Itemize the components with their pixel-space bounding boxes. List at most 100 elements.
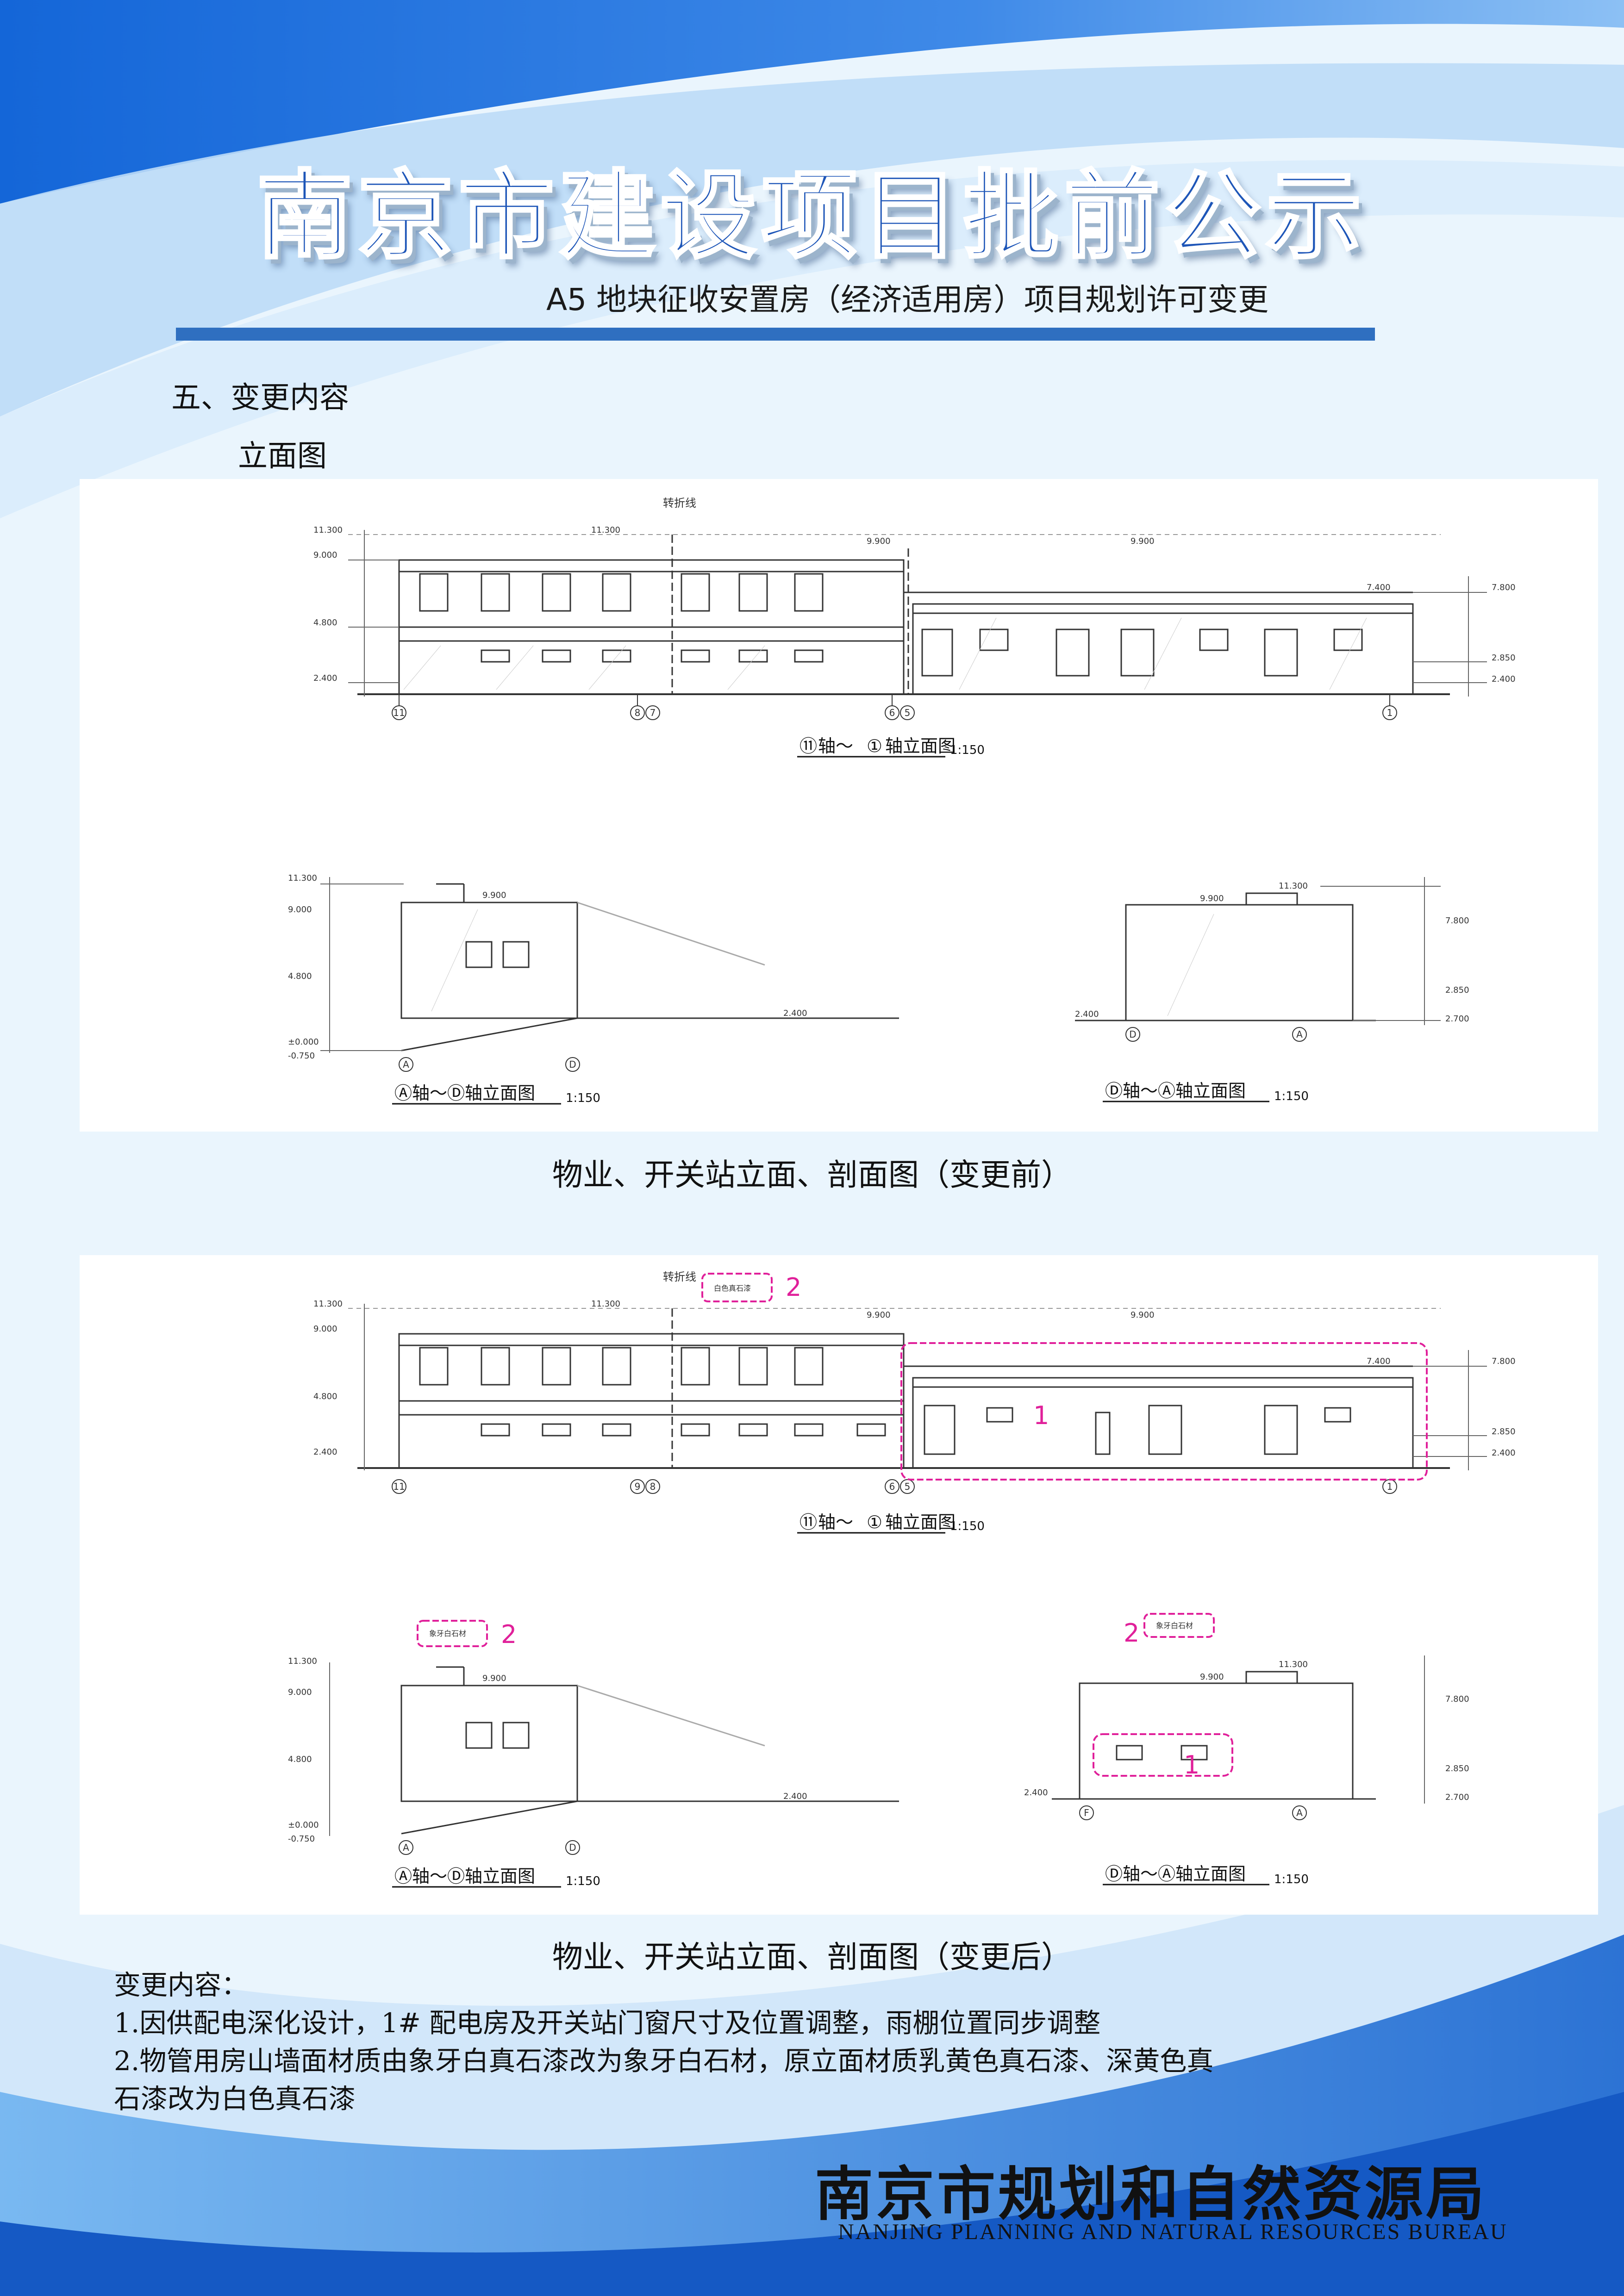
- level-label: 2.400: [1492, 674, 1516, 684]
- axis-tag: 1: [1387, 707, 1393, 718]
- level-label: 11.300: [1279, 1660, 1308, 1669]
- level-label: 9.000: [313, 550, 337, 560]
- change-note-item: 2.物管用房山墙面材质由象牙白真石漆改为象牙白石材，原立面材质乳黄色真石漆、深黄…: [114, 2045, 1214, 2077]
- axis-tag: 5: [905, 1481, 911, 1492]
- project-subtitle: A5 地块征收安置房（经济适用房）项目规划许可变更: [546, 282, 1269, 317]
- axis-tag: 6: [889, 707, 895, 718]
- fold-line-label: 转折线: [663, 1270, 696, 1283]
- level-label: 7.400: [1367, 583, 1391, 592]
- level-label: 7.800: [1445, 916, 1469, 926]
- level-label: 11.300: [1279, 881, 1308, 891]
- issuer-name: 南京市规划和自然资源局: [815, 2160, 1487, 2228]
- level-label: 7.400: [1367, 1356, 1391, 1366]
- level-label: 9.900: [1200, 894, 1224, 903]
- level-label: 4.800: [288, 971, 312, 981]
- right-elevation-scale: 1:150: [1274, 1873, 1309, 1886]
- level-label: 9.900: [1131, 1310, 1155, 1320]
- top-elevation-end-axis: ①: [867, 736, 882, 756]
- level-label: 11.300: [288, 873, 317, 883]
- fold-line-label: 转折线: [663, 497, 696, 510]
- level-label: 2.400: [313, 673, 337, 683]
- level-label: 9.900: [867, 536, 891, 546]
- axis-tag: 6: [889, 1481, 895, 1492]
- level-label: 11.300: [591, 525, 620, 535]
- level-label: 9.000: [288, 1687, 312, 1697]
- left-elevation-title: Ⓐ轴～Ⓓ轴立面图: [394, 1866, 535, 1886]
- revision-mark: 2: [501, 1620, 517, 1649]
- change-note-item: 1.因供配电深化设计，1# 配电房及开关站门窗尺寸及位置调整，雨棚位置同步调整: [114, 2007, 1101, 2039]
- level-label: 7.800: [1492, 583, 1516, 592]
- level-label: 11.300: [313, 1299, 343, 1309]
- axis-tag: D: [569, 1059, 576, 1070]
- axis-tag: 7: [650, 707, 656, 718]
- axis-tag: 11: [393, 707, 405, 718]
- top-elevation-title-prefix: 轴～: [818, 736, 853, 756]
- axis-tag: 9: [635, 1481, 641, 1492]
- level-label: 9.000: [313, 1324, 337, 1334]
- revision-cloud-3: [417, 1620, 488, 1647]
- level-label: ±0.000: [288, 1820, 319, 1830]
- level-label: 2.400: [313, 1447, 337, 1457]
- axis-tag: 8: [635, 707, 641, 718]
- elevation-drawing-after: 白色真石漆 象牙白石材 象牙白石材 1 2 2 2 1 11.300 9.000…: [288, 1270, 1516, 1888]
- issuer-name-english: NANJING PLANNING AND NATURAL RESOURCES B…: [838, 2220, 1508, 2244]
- revision-mark: 2: [786, 1273, 801, 1302]
- level-label: 2.700: [1445, 1014, 1469, 1024]
- axis-tag: F: [1084, 1807, 1089, 1818]
- axis-tag: A: [1296, 1807, 1303, 1818]
- level-label: 2.400: [1075, 1009, 1099, 1019]
- axis-tag: 8: [650, 1481, 656, 1492]
- level-label: 2.400: [1024, 1788, 1048, 1798]
- axis-tag: 11: [393, 1481, 405, 1492]
- caption-after: 物业、开关站立面、剖面图（变更后）: [552, 1939, 1072, 1975]
- level-label: 2.850: [1492, 653, 1516, 663]
- level-label: 9.900: [1200, 1672, 1224, 1682]
- revision-cloud-1: [900, 1342, 1428, 1481]
- elevation-drawing-before: 11.300 9.000 4.800 2.400 11.300 9.900 9.…: [288, 497, 1516, 1105]
- left-elevation-scale: 1:150: [566, 1874, 600, 1888]
- level-label: 2.850: [1445, 985, 1469, 995]
- right-elevation-title: Ⓓ轴～Ⓐ轴立面图: [1105, 1081, 1246, 1101]
- revision-mark: 1: [1184, 1750, 1199, 1780]
- level-label: 4.800: [288, 1755, 312, 1764]
- revision-mark: 2: [1124, 1618, 1139, 1648]
- level-label: 11.300: [313, 525, 343, 535]
- left-elevation-scale: 1:150: [566, 1091, 600, 1105]
- revision-cloud-4: [1143, 1613, 1215, 1638]
- level-label: 9.900: [1131, 536, 1155, 546]
- level-label: 7.800: [1445, 1694, 1469, 1704]
- material-note: 白色真石漆: [714, 1284, 751, 1293]
- page-title: 南京市建设项目批前公示: [256, 158, 1367, 273]
- axis-tag: A: [403, 1059, 409, 1070]
- top-elevation-scale: 1:150: [950, 1519, 985, 1533]
- level-label: 2.850: [1492, 1427, 1516, 1437]
- right-elevation-title: Ⓓ轴～Ⓐ轴立面图: [1105, 1864, 1246, 1884]
- top-elevation-title-suffix: 轴立面图: [885, 736, 956, 756]
- axis-tag: A: [403, 1842, 409, 1853]
- top-elevation-start-axis: ⑪: [800, 1512, 817, 1532]
- revision-cloud-5: [1093, 1733, 1233, 1777]
- level-label: 9.900: [482, 1674, 506, 1683]
- left-elevation-title: Ⓐ轴～Ⓓ轴立面图: [394, 1083, 535, 1103]
- title-underline-bar: [176, 328, 1375, 341]
- level-label: 4.800: [313, 1392, 337, 1401]
- axis-tag: D: [1129, 1029, 1136, 1040]
- section-heading: 五、变更内容: [171, 381, 349, 415]
- revision-mark: 1: [1033, 1401, 1049, 1430]
- level-label: 9.900: [867, 1310, 891, 1320]
- change-notes: 变更内容： 1.因供配电深化设计，1# 配电房及开关站门窗尺寸及位置调整，雨棚位…: [114, 1966, 1456, 2118]
- axis-tag: 1: [1387, 1481, 1393, 1492]
- level-label: 2.400: [1492, 1448, 1516, 1458]
- material-note: 象牙白石材: [1156, 1621, 1193, 1630]
- drawing-panel-after: 白色真石漆 象牙白石材 象牙白石材 1 2 2 2 1 11.300 9.000…: [80, 1255, 1598, 1915]
- level-label: 2.400: [783, 1008, 807, 1018]
- top-elevation-end-axis: ①: [867, 1512, 882, 1532]
- level-label: 2.850: [1445, 1764, 1469, 1773]
- level-label: 7.800: [1492, 1356, 1516, 1366]
- level-label: 9.900: [482, 890, 506, 900]
- level-label: 11.300: [288, 1656, 317, 1666]
- section-subheading: 立面图: [238, 439, 327, 473]
- level-label: 9.000: [288, 905, 312, 915]
- level-label: 4.800: [313, 618, 337, 628]
- axis-tag: 5: [905, 707, 911, 718]
